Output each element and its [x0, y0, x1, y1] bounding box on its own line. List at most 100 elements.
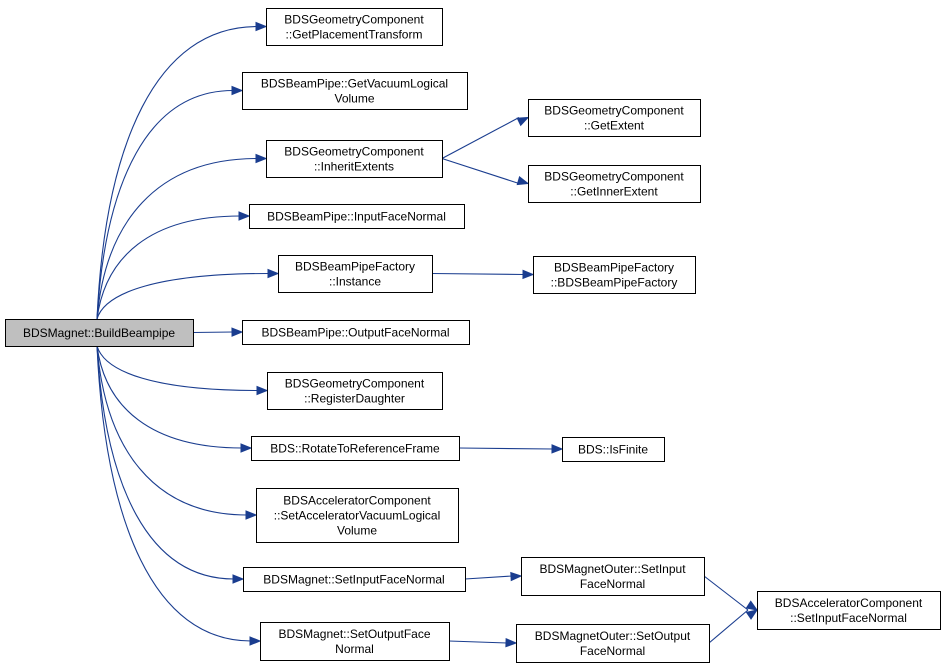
- node-label: Normal: [335, 642, 374, 656]
- node-label: ::BDSBeamPipeFactory: [551, 276, 678, 290]
- edge-outeroutput-accinput: [708, 609, 759, 644]
- edge-line: [448, 640, 508, 644]
- edge-line: [458, 447, 554, 450]
- edge-build-vacuum: [96, 85, 244, 320]
- edge-line: [96, 345, 252, 642]
- edge-build-inherit: [96, 153, 268, 320]
- node-label: ::RegisterDaughter: [304, 392, 405, 406]
- edge-setoutput-outeroutput: [448, 637, 518, 648]
- node-isfinite[interactable]: BDS::IsFinite: [562, 437, 665, 462]
- node-getextent[interactable]: BDSGeometryComponent::GetExtent: [528, 99, 701, 137]
- edge-arrowhead: [551, 444, 564, 454]
- node-inputface[interactable]: BDSBeamPipe::InputFaceNormal: [249, 204, 465, 229]
- node-factoryctor[interactable]: BDSBeamPipeFactory::BDSBeamPipeFactory: [533, 256, 696, 294]
- node-label: ::SetAcceleratorVacuumLogical: [274, 509, 441, 523]
- edge-arrowhead: [231, 327, 244, 337]
- node-placement[interactable]: BDSGeometryComponent::GetPlacementTransf…: [266, 8, 443, 46]
- edge-arrowhead: [516, 116, 530, 127]
- node-setaccvac[interactable]: BDSAcceleratorComponent::SetAcceleratorV…: [256, 488, 459, 543]
- edge-arrowhead: [249, 636, 262, 646]
- edge-line: [96, 345, 248, 516]
- node-label: ::GetInnerExtent: [570, 185, 658, 199]
- node-register[interactable]: BDSGeometryComponent::RegisterDaughter: [267, 372, 443, 410]
- edge-build-setaccvac: [96, 345, 258, 520]
- node-label: BDS::IsFinite: [578, 443, 648, 457]
- node-innerextent[interactable]: BDSGeometryComponent::GetInnerExtent: [528, 165, 701, 203]
- edge-build-rotate: [96, 345, 253, 453]
- edge-arrowhead: [245, 510, 258, 520]
- node-rotate[interactable]: BDS::RotateToReferenceFrame: [251, 436, 460, 461]
- node-label: BDSMagnet::SetInputFaceNormal: [263, 573, 444, 587]
- edge-line: [96, 345, 243, 449]
- edges-layer: [96, 21, 759, 648]
- node-label: BDSMagnet::SetOutputFace: [278, 627, 430, 641]
- node-label: Volume: [337, 524, 377, 538]
- node-label: ::GetExtent: [584, 119, 645, 133]
- edge-build-instance: [96, 268, 280, 320]
- edge-line: [441, 117, 520, 159]
- edge-rotate-isfinite: [458, 444, 564, 454]
- node-outerinput[interactable]: BDSMagnetOuter::SetInputFaceNormal: [521, 557, 705, 596]
- edge-arrowhead: [522, 269, 535, 280]
- node-label: ::InheritExtents: [314, 160, 394, 174]
- node-label: BDSGeometryComponent: [544, 170, 684, 184]
- node-instance[interactable]: BDSBeamPipeFactory::Instance: [278, 255, 433, 293]
- edge-line: [703, 575, 749, 611]
- edge-instance-factoryctor: [431, 269, 535, 280]
- node-build[interactable]: BDSMagnet::BuildBeampipe: [5, 319, 194, 347]
- node-setinput[interactable]: BDSMagnet::SetInputFaceNormal: [243, 567, 466, 592]
- node-box: [267, 372, 443, 410]
- node-box: [249, 204, 465, 229]
- edge-line: [441, 157, 520, 185]
- node-box: [243, 567, 466, 592]
- node-label: BDSGeometryComponent: [285, 377, 425, 391]
- node-box: [528, 165, 701, 203]
- node-box: [533, 256, 696, 294]
- edge-line: [96, 215, 241, 320]
- edge-line: [464, 575, 513, 580]
- node-label: BDS::RotateToReferenceFrame: [270, 442, 440, 456]
- edge-arrowhead: [240, 443, 253, 453]
- edge-arrowhead: [238, 211, 251, 221]
- node-accinput[interactable]: BDSAcceleratorComponent::SetInputFaceNor…: [757, 591, 941, 630]
- edge-line: [192, 331, 234, 334]
- edge-arrowhead: [267, 268, 280, 279]
- node-label: ::SetInputFaceNormal: [790, 611, 907, 625]
- node-label: FaceNormal: [580, 577, 645, 591]
- node-label: Volume: [334, 92, 374, 106]
- edge-build-setoutput: [96, 345, 262, 646]
- edge-line: [96, 25, 258, 320]
- node-box: [278, 255, 433, 293]
- node-label: ::GetPlacementTransform: [286, 28, 423, 42]
- edge-arrowhead: [505, 637, 518, 648]
- edge-line: [96, 89, 234, 320]
- node-label: BDSGeometryComponent: [284, 13, 424, 27]
- edge-line: [96, 345, 235, 580]
- edge-line: [96, 157, 258, 320]
- node-label: BDSGeometryComponent: [544, 104, 684, 118]
- node-outputface[interactable]: BDSBeamPipe::OutputFaceNormal: [242, 320, 470, 345]
- edge-arrowhead: [745, 600, 759, 611]
- edge-arrowhead: [510, 571, 523, 582]
- node-box: [266, 8, 443, 46]
- edge-setinput-outerinput: [464, 571, 523, 582]
- node-label: BDSBeamPipe::OutputFaceNormal: [261, 326, 449, 340]
- edge-arrowhead: [255, 21, 268, 32]
- node-label: BDSMagnetOuter::SetInput: [539, 562, 686, 576]
- node-label: BDSAcceleratorComponent: [775, 596, 923, 610]
- edge-build-placement: [96, 21, 268, 320]
- edge-inherit-innerextent: [441, 157, 530, 186]
- node-label: BDSGeometryComponent: [284, 145, 424, 159]
- node-label: BDSBeamPipeFactory: [554, 261, 674, 275]
- node-inherit[interactable]: BDSGeometryComponent::InheritExtents: [266, 140, 443, 178]
- edge-build-setinput: [96, 345, 245, 584]
- node-label: BDSBeamPipe::GetVacuumLogical: [261, 77, 448, 91]
- edge-build-register: [96, 345, 269, 396]
- node-label: BDSAcceleratorComponent: [283, 494, 431, 508]
- node-box: [757, 591, 941, 630]
- edge-inherit-getextent: [441, 116, 530, 159]
